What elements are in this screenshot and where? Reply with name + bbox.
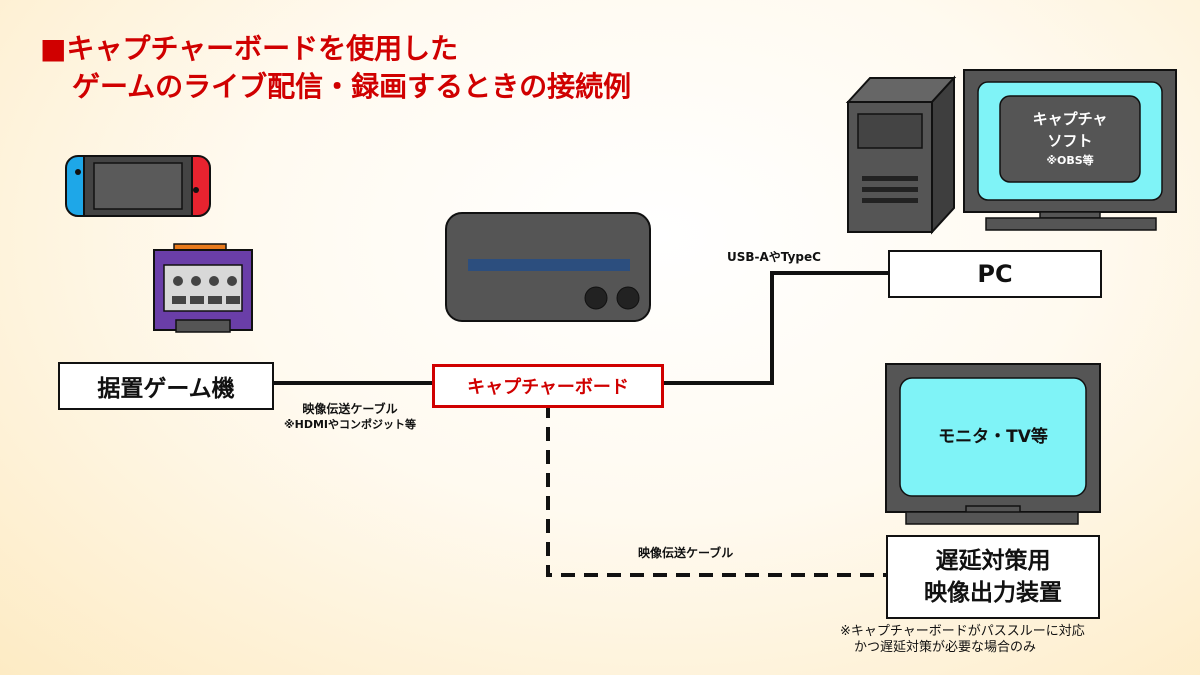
footnote-line-1: ※キャプチャーボードがパススルーに対応 xyxy=(840,624,1085,639)
switch-console-icon xyxy=(65,155,211,217)
pc-cable-label: USB-AやTypeC xyxy=(727,250,821,264)
console-cable-label: 映像伝送ケーブル ※HDMIやコンポジット等 xyxy=(270,402,430,432)
pc-monitor-icon xyxy=(963,69,1177,231)
console-label: 据置ゲーム機 xyxy=(97,376,235,402)
passthrough-label-line-1: 遅延対策用 xyxy=(935,548,1051,574)
capture-board-label: キャプチャーボード xyxy=(467,377,629,398)
monitor-cable-label: 映像伝送ケーブル xyxy=(638,546,734,560)
gamecube-console-icon xyxy=(153,243,253,333)
console-cable-label-line-2: ※HDMIやコンポジット等 xyxy=(283,418,417,431)
pc-label: PC xyxy=(977,260,1013,288)
pc-tower-icon xyxy=(845,75,957,235)
capture-software-line-2: ソフト xyxy=(1047,132,1092,150)
capture-software-line-1: キャプチャ xyxy=(1033,110,1108,128)
console-cable-label-line-1: 映像伝送ケーブル xyxy=(302,402,398,416)
capture-board-device-icon xyxy=(445,212,651,322)
title-line-1: ■キャプチャーボードを使用した xyxy=(40,32,459,65)
capture-software-note: ※OBS等 xyxy=(1046,153,1093,167)
monitor-cable-line xyxy=(546,404,886,577)
capture-board-label-box: キャプチャーボード xyxy=(432,364,664,408)
passthrough-device-box: 遅延対策用 映像出力装置 xyxy=(886,535,1100,619)
pc-label-box: PC xyxy=(888,250,1102,298)
footnote-line-2: かつ遅延対策が必要な場合のみ xyxy=(854,640,1037,655)
monitor-label: モニタ・TV等 xyxy=(938,426,1048,447)
console-label-box: 据置ゲーム機 xyxy=(58,362,274,410)
footnote: ※キャプチャーボードがパススルーに対応 かつ遅延対策が必要な場合のみ xyxy=(840,624,1085,656)
tv-monitor-icon xyxy=(885,363,1101,525)
title-line-2: ゲームのライブ配信・録画するときの接続例 xyxy=(72,70,632,103)
passthrough-label-line-2: 映像出力装置 xyxy=(924,580,1062,606)
pc-cable-line xyxy=(662,271,888,385)
page-title: ■キャプチャーボードを使用した ゲームのライブ配信・録画するときの接続例 xyxy=(40,30,631,106)
